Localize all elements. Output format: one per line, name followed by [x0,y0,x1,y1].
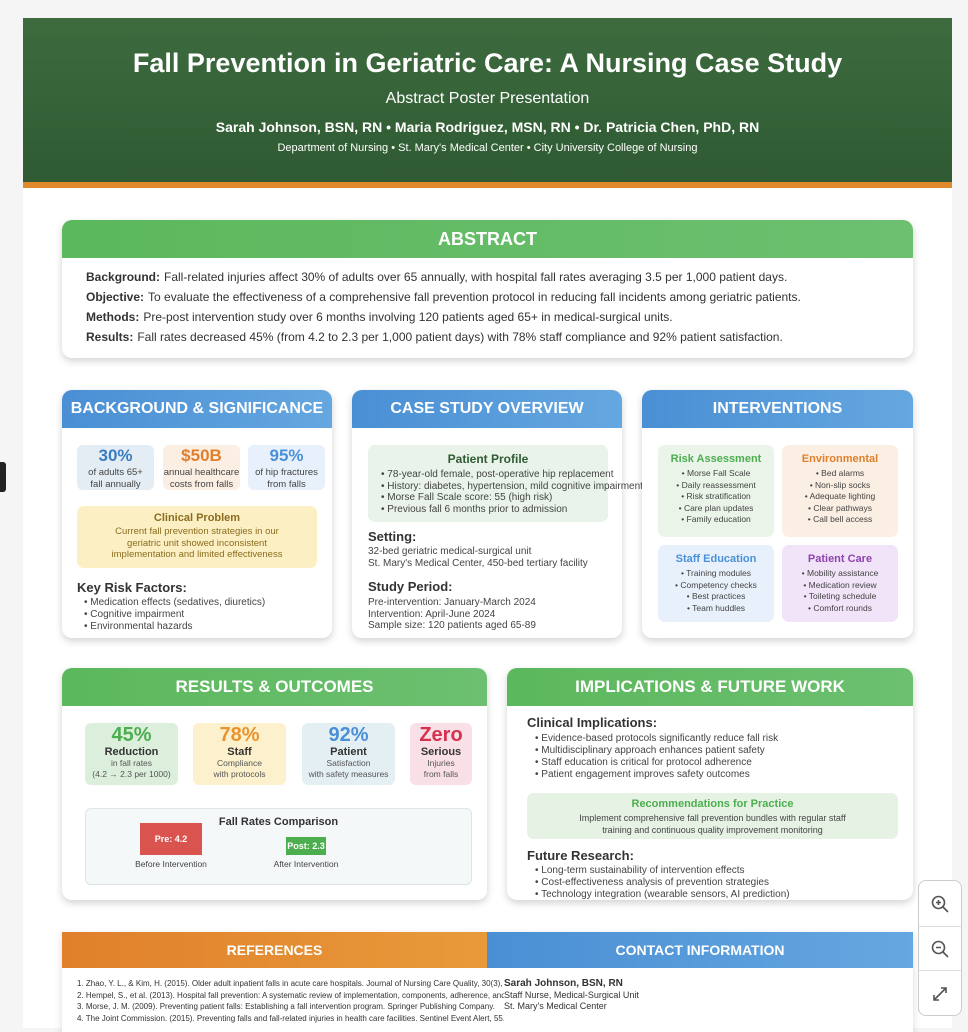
risk-factors-heading: Key Risk Factors: [77,580,187,595]
references-contact-section: REFERENCES CONTACT INFORMATION 1. Zhao, … [62,932,913,1032]
intervention-patient-care: Patient CareMobility assistanceMedicatio… [782,545,898,622]
clinical-problem-box: Clinical Problem Current fall prevention… [77,506,317,568]
side-tab[interactable] [0,462,6,492]
chart-category-label: Before Intervention [135,859,207,869]
chart-bar: Pre: 4.2 [140,823,202,855]
zoom-in-icon[interactable] [919,881,961,926]
study-period-heading: Study Period: [368,579,453,594]
case-study-title: CASE STUDY OVERVIEW [352,390,622,428]
risk-factors-list: Medication effects (sedatives, diuretics… [84,597,265,633]
stat-box: 30%of adults 65+fall annually [77,445,154,490]
departments: Department of Nursing • St. Mary's Medic… [277,142,698,154]
abstract-background: Background:Fall-related injuries affect … [86,270,788,284]
abstract-methods: Methods:Pre-post intervention study over… [86,310,673,324]
clinical-implications-list: Evidence-based protocols significantly r… [535,733,778,781]
clinical-implications-heading: Clinical Implications: [527,715,658,730]
interventions-title: INTERVENTIONS [642,390,913,428]
results-title: RESULTS & OUTCOMES [62,668,487,706]
implications-title: IMPLICATIONS & FUTURE WORK [507,668,913,706]
intervention-risk-assessment: Risk AssessmentMorse Fall ScaleDaily rea… [658,445,774,537]
intervention-environmental: EnvironmentalBed alarmsNon-slip socksAde… [782,445,898,537]
references-list: 1. Zhao, Y. L., & Kim, H. (2015). Older … [77,979,504,1023]
references-title: REFERENCES [62,932,487,968]
chart-title: Fall Rates Comparison [218,816,339,828]
zoom-out-icon[interactable] [919,926,961,971]
poster-title: Fall Prevention in Geriatric Care: A Nur… [132,48,843,78]
expand-icon[interactable] [919,971,961,1016]
interventions-card: INTERVENTIONS Risk AssessmentMorse Fall … [642,390,913,638]
abstract-card: ABSTRACT Background:Fall-related injurie… [62,220,913,358]
poster-subtitle: Abstract Poster Presentation [385,90,590,107]
case-study-card: CASE STUDY OVERVIEW Patient Profile 78-y… [352,390,643,638]
implications-card: IMPLICATIONS & FUTURE WORK Clinical Impl… [507,668,913,900]
background-title: BACKGROUND & SIGNIFICANCE [62,390,332,428]
setting-heading: Setting: [368,529,417,544]
zoom-controls [918,880,962,1016]
authors: Sarah Johnson, BSN, RN • Maria Rodriguez… [215,119,760,135]
background-card: BACKGROUND & SIGNIFICANCE 30%of adults 6… [62,390,332,638]
future-research-list: Long-term sustainability of intervention… [535,865,789,900]
patient-profile-box: Patient Profile 78-year-old female, post… [368,445,643,522]
future-research-heading: Future Research: [527,848,634,863]
recommendations-box: Recommendations for Practice Implement c… [527,793,898,839]
chart-bar: Post: 2.3 [286,837,326,855]
chart-category-label: After Intervention [273,859,339,869]
abstract-results: Results:Fall rates decreased 45% (from 4… [86,330,783,344]
intervention-staff-education: Staff EducationTraining modulesCompetenc… [658,545,774,622]
abstract-title: ABSTRACT [62,220,913,258]
header-stripe [23,182,952,188]
contact-title: CONTACT INFORMATION [487,932,913,968]
poster-header: Fall Prevention in Geriatric Care: A Nur… [23,18,952,188]
abstract-objective: Objective:To evaluate the effectiveness … [86,290,801,304]
